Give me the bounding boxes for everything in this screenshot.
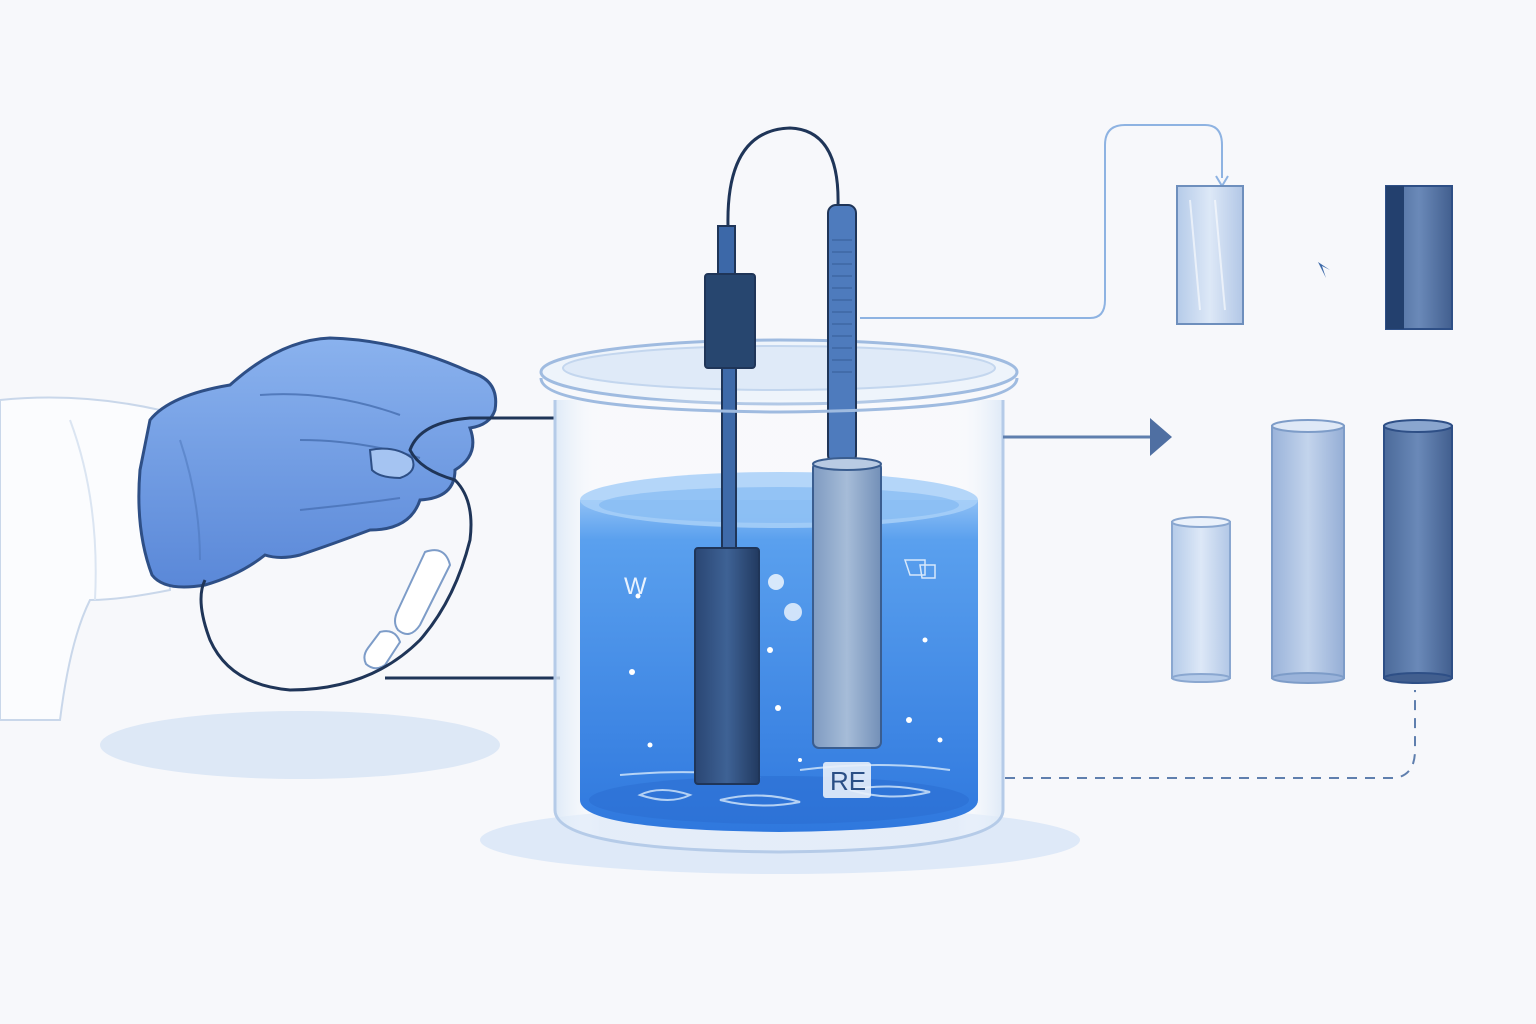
cylinder-bar-tall <box>1271 419 1345 684</box>
reference-electrode-label: RE <box>830 766 866 796</box>
reference-label-box <box>823 762 871 798</box>
electrolyte-solution <box>580 472 978 832</box>
working-electrode-label: W <box>624 573 647 600</box>
electrode-cable <box>199 416 560 692</box>
small-marker-icon <box>1318 262 1330 278</box>
top-tile-dark <box>1385 185 1453 330</box>
beaker-rim <box>539 377 1019 414</box>
gloved-hand-icon <box>137 336 498 589</box>
arrow-right-icon <box>1003 418 1172 456</box>
cylinder-bar-dark <box>1383 419 1453 684</box>
lab-coat-sleeve <box>0 396 172 721</box>
reference-electrode <box>812 204 882 749</box>
cylinder-bar-short <box>1171 516 1231 683</box>
top-tile-light <box>1176 185 1244 325</box>
working-electrode <box>694 126 840 785</box>
white-clip <box>363 549 452 670</box>
